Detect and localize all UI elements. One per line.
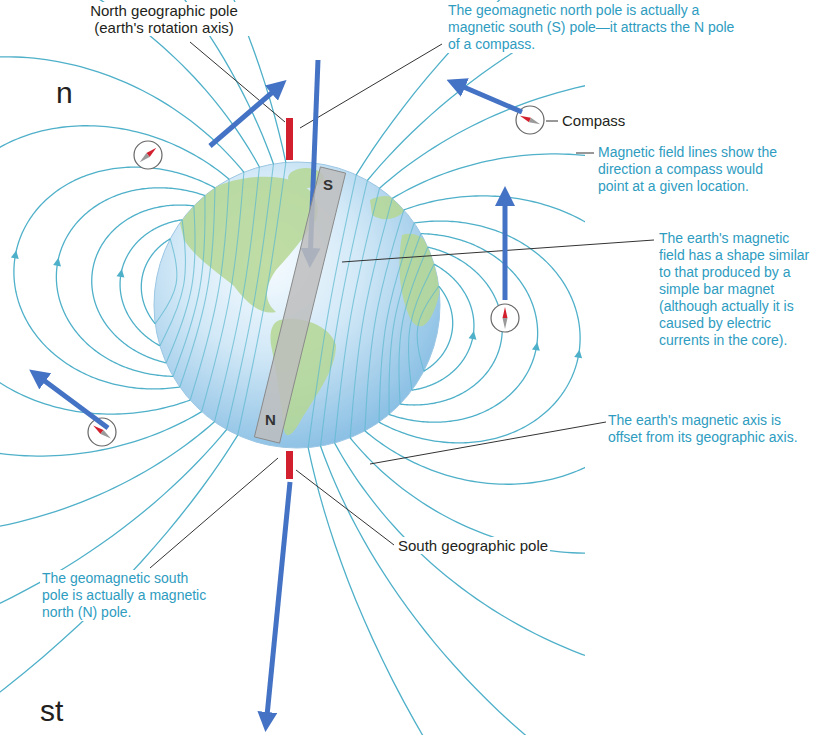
- field-line: [0, 0, 259, 536]
- pole-letter: S: [323, 176, 333, 194]
- field-line: [350, 154, 585, 553]
- bar-magnet-outline: [254, 167, 345, 443]
- field-arrowhead: [11, 250, 20, 259]
- compass-needle-north: [503, 307, 508, 318]
- cropped-text: n: [54, 76, 75, 110]
- field-line: [0, 0, 286, 735]
- compass-needle-south: [503, 318, 508, 329]
- field-line: [202, 172, 244, 411]
- compass-needle-south: [140, 153, 150, 162]
- field-line: [160, 220, 186, 346]
- pole-letter: N: [265, 411, 276, 429]
- field-line: [0, 126, 229, 414]
- direction-arrow: [210, 84, 282, 146]
- direction-arrow: [34, 373, 108, 428]
- field-line: [120, 220, 182, 346]
- field-line: [0, 57, 244, 456]
- field-line: [389, 234, 421, 415]
- field-line: [350, 198, 392, 437]
- field-line: [14, 167, 215, 389]
- field-line: [321, 0, 585, 735]
- field-line: [417, 286, 439, 371]
- bar-magnet: SN: [250, 160, 350, 448]
- pole-label: North geographic pole (earth's rotation …: [76, 2, 252, 36]
- compass-needle-south: [101, 430, 111, 439]
- field-line: [190, 179, 229, 400]
- bar-magnet-shape: [250, 160, 350, 448]
- field-line: [56, 188, 205, 377]
- earth-globe: [154, 162, 440, 448]
- compass-symbol: [134, 141, 162, 169]
- callout-text: The earth's magnetic axis is offset from…: [606, 412, 815, 446]
- field-line: [424, 286, 453, 371]
- callout-text: The geomagnetic south pole is actually a…: [40, 570, 212, 621]
- field-arrowhead: [53, 257, 62, 266]
- field-line: [155, 239, 177, 324]
- compass-body: [491, 304, 519, 332]
- callout-text: The earth's magnetic field has a shape s…: [657, 230, 814, 349]
- leader-lines: [150, 42, 654, 568]
- cropped-text: st: [38, 694, 65, 728]
- field-line: [412, 264, 474, 390]
- compass-needle-north: [520, 116, 531, 123]
- field-line: [308, 0, 585, 735]
- field-line: [365, 210, 404, 431]
- field-lines: [0, 0, 585, 735]
- field-arrowhead: [117, 268, 126, 277]
- pole-label: South geographic pole: [396, 537, 550, 554]
- field-line: [408, 264, 434, 390]
- field-line: [389, 234, 538, 423]
- field-line: [141, 239, 170, 324]
- field-line: [180, 188, 215, 387]
- field-line: [0, 0, 273, 683]
- field-line: [92, 205, 194, 363]
- field-line: [379, 221, 580, 443]
- direction-arrow: [503, 192, 508, 300]
- field-line: [379, 223, 414, 422]
- callout-text: The geomagnetic north pole is actually a…: [446, 2, 740, 53]
- field-line: [335, 74, 585, 684]
- compass-symbol: [491, 304, 519, 332]
- compass-needle-south: [529, 118, 540, 125]
- direction-arrow: [452, 82, 522, 112]
- field-arrowhead: [469, 330, 478, 339]
- direction-arrow: [266, 482, 290, 726]
- compass-body: [134, 141, 162, 169]
- callout-text: Magnetic field lines show the direction …: [596, 144, 780, 195]
- field-line: [173, 196, 205, 377]
- direction-arrows: [34, 60, 522, 726]
- field-line: [400, 247, 502, 405]
- part-label: Compass: [560, 112, 627, 129]
- field-line: [365, 196, 585, 484]
- field-line: [399, 247, 428, 404]
- field-line: [166, 206, 195, 363]
- field-arrowhead: [532, 342, 541, 351]
- field-arrowhead: [574, 349, 583, 358]
